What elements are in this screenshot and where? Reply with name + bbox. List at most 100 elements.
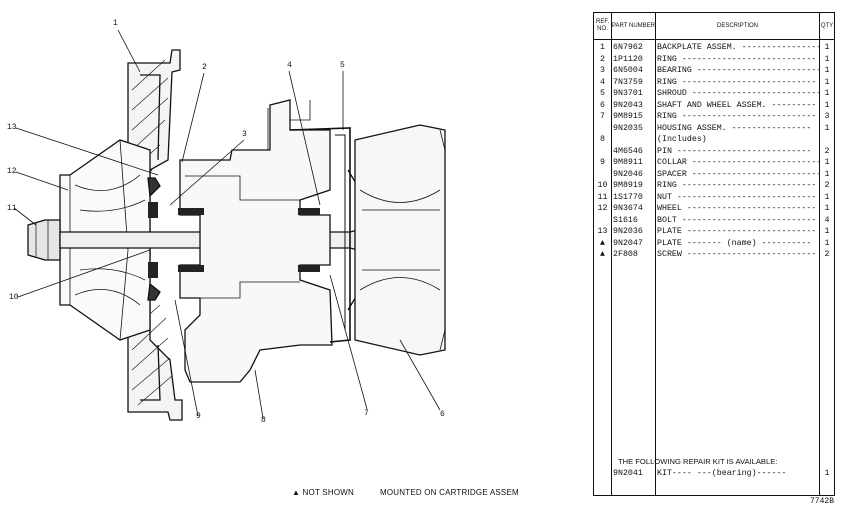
drawing-number: 7742B [809,497,834,506]
row-part-number: 9N3701 [613,89,643,98]
row-qty: 2 [824,146,830,156]
row-qty: 1 [824,54,830,64]
footnote-mounted: MOUNTED ON CARTRIDGE ASSEM [380,488,519,497]
callout-10: 10 [9,293,19,302]
row-qty: 1 [824,238,830,248]
header-part-number: PART NUMBER [612,13,655,40]
row-ref-no: ▲ [600,238,605,248]
row-ref-no: 4 [600,77,605,87]
callout-11: 11 [7,204,17,213]
row-part-number: S1616 [613,215,638,225]
row-qty: 1 [824,227,830,236]
row-qty: 1 [824,89,830,98]
row-description: (Includes) [657,135,707,144]
row-part-number: 9M8919 [613,181,643,190]
row-qty: 1 [824,100,830,110]
row-part-number: 6N7962 [613,43,643,52]
header-description: DESCRIPTION [656,13,819,40]
row-ref-no: 1 [600,43,605,52]
row-qty: 1 [824,204,830,213]
row-qty: 1 [824,123,830,133]
row-description: NUT ---------------------------- [657,192,817,202]
table-row: ▲ 9N2047 PLATE ------- (name) ---------- 1 [594,238,834,250]
callout-5: 5 [340,61,345,70]
row-description: RING --------------------------- [657,54,817,64]
row-description: BACKPLATE ASSEM. ---------------- [657,43,822,52]
row-qty: 1 [824,66,830,75]
repair-kit-row: 9N2041 KIT---- ---(bearing)------ 1 [594,469,834,481]
row-description: WHEEL -------------------------- [657,204,817,213]
table-row: 4M6546 PIN --------------------------- 2 [594,146,834,158]
table-row: 3 6N5004 BEARING -------------------------… [594,65,834,77]
footnote-not-shown: ▲ NOT SHOWN [292,488,354,497]
row-qty: 1 [824,158,830,167]
callout-12: 12 [7,167,17,176]
callout-1: 1 [113,19,118,28]
table-row: 8(Includes) [594,134,834,146]
row-part-number: 9N2047 [613,238,643,248]
parts-list-table: REF. NO. PART NUMBER DESCRIPTION QTY 1 6N… [593,12,835,496]
row-ref-no: 12 [597,204,608,213]
row-description: PIN --------------------------- [657,146,812,156]
callout-7: 7 [364,409,369,418]
callout-6: 6 [440,410,445,419]
callout-3: 3 [242,130,247,139]
row-part-number: 1S1770 [613,192,643,202]
row-ref-no: 2 [600,54,605,64]
header-ref-no: REF. NO. [594,13,612,40]
row-qty: 1 [824,77,830,87]
row-description: SHAFT AND WHEEL ASSEM. --------- [657,100,817,110]
row-qty: 2 [824,250,830,259]
kit-part-number: 9N2041 [613,469,643,478]
callout-8: 8 [261,416,266,425]
row-qty: 3 [824,112,830,121]
table-row: S1616 BOLT --------------------------- 4 [594,215,834,227]
row-description: PLATE ------- (name) ---------- [657,238,812,248]
row-part-number: 4M6546 [613,146,643,156]
row-ref-no: 3 [600,66,605,75]
row-description: HOUSING ASSEM. ---------------- [657,123,812,133]
row-ref-no: 9 [600,158,605,167]
row-description: RING --------------------------- [657,77,817,87]
table-row: 9N2035 HOUSING ASSEM. ---------------- 1 [594,123,834,135]
table-row: 12 9N3674 WHEEL --------------------------… [594,203,834,215]
row-description: BOLT --------------------------- [657,215,817,225]
row-description: BEARING ------------------------- [657,66,822,75]
row-description: SCREW -------------------------- [657,250,817,259]
cross-section-drawing [13,29,446,421]
row-qty: 1 [824,169,830,179]
row-qty: 2 [824,181,830,190]
header-qty: QTY [820,13,834,40]
callout-9: 9 [196,412,201,421]
table-row: 7 9M8915 RING --------------------------- 3 [594,111,834,123]
turbocharger-cross-section: 1 2 3 4 5 6 7 8 9 10 11 12 13 [7,19,446,425]
callout-13: 13 [7,123,17,132]
row-qty: 1 [824,43,830,52]
row-qty: 4 [824,215,830,225]
table-row: 1 6N7962 BACKPLATE ASSEM. ----------------… [594,42,834,54]
repair-kit-note: THE FOLLOWING REPAIR KIT IS AVAILABLE: [618,457,778,466]
row-ref-no: 7 [600,112,605,121]
row-part-number: 6N5004 [613,66,643,75]
row-part-number: 9M8911 [613,158,643,167]
row-part-number: 9N2043 [613,100,643,110]
row-qty: 1 [824,192,830,202]
row-part-number: 9N3674 [613,204,643,213]
row-description: RING --------------------------- [657,181,817,190]
row-ref-no: ▲ [600,250,605,259]
table-row: 10 9M8919 RING ---------------------------… [594,180,834,192]
row-ref-no: 10 [597,181,608,190]
row-part-number: 9M8915 [613,112,643,121]
callout-4: 4 [287,61,292,70]
row-description: RING --------------------------- [657,112,817,121]
row-part-number: 9N2035 [613,123,643,133]
row-description: PLATE -------------------------- [657,227,817,236]
